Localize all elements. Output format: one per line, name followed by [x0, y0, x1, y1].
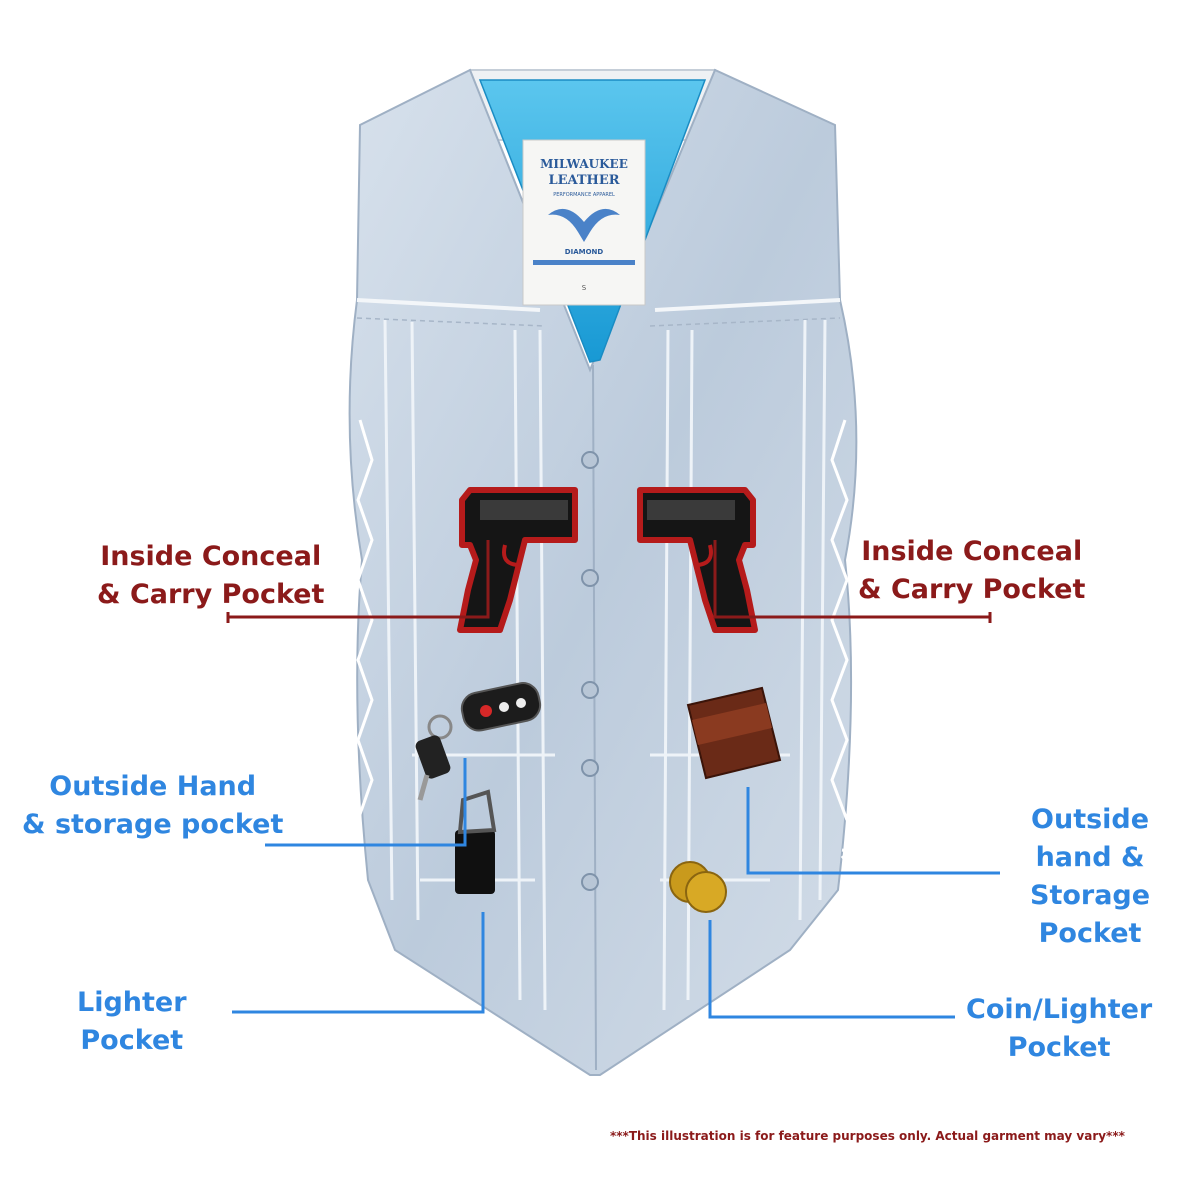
- lace-icon: [309, 419, 891, 901]
- label-sub: PERFORMANCE APPAREL: [553, 192, 615, 198]
- placket-line: [592, 364, 597, 1071]
- callout-hand-right: Outside hand & Storage Pocket: [1030, 804, 1151, 949]
- callout-conceal-left: Inside Conceal & Carry Pocket: [97, 541, 325, 610]
- label-brand-1: MILWAUKEE: [540, 157, 628, 171]
- eagle-icon: [548, 208, 620, 242]
- callout-lighter-left: Lighter Pocket: [77, 987, 187, 1056]
- vest-body: [348, 68, 858, 1076]
- leader-lines-red: [226, 540, 992, 623]
- coin-icon: [669, 861, 727, 913]
- label-size: S: [582, 284, 587, 292]
- leader-lines-blue: [232, 758, 1000, 1019]
- car-key-fob-icon: [415, 682, 542, 801]
- pistol-icon: [637, 487, 758, 633]
- yoke-seam: [356, 298, 841, 312]
- panel-seams: [383, 319, 827, 1011]
- snap-button-icon: [581, 451, 599, 891]
- disclaimer-text: ***This illustration is for feature purp…: [610, 1129, 1125, 1143]
- wallet-icon: [686, 686, 782, 780]
- callout-conceal-right: Inside Conceal & Carry Pocket: [858, 536, 1086, 605]
- vest-label: MILWAUKEE LEATHER PERFORMANCE APPAREL DI…: [522, 139, 646, 306]
- callout-coin-right: Coin/Lighter Pocket: [966, 994, 1153, 1063]
- label-brand-2: LEATHER: [548, 173, 619, 188]
- label-line: DIAMOND: [565, 248, 604, 256]
- callout-hand-left: Outside Hand & storage pocket: [22, 771, 284, 840]
